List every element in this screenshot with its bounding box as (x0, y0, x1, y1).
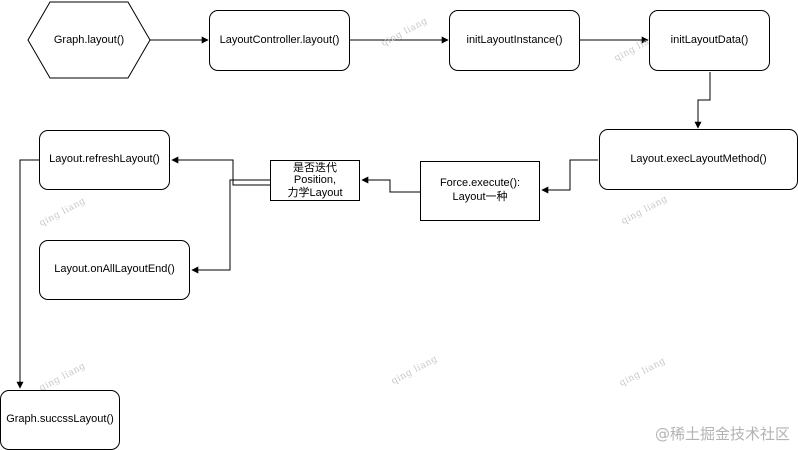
edge-data-to-exec (694, 72, 711, 129)
edge-decision-to-refresh (171, 156, 270, 186)
credit-text: @稀土掘金技术社区 (654, 425, 790, 443)
node-init-layout-data-label: initLayoutData() (670, 33, 749, 46)
node-graph-layout-label: Graph.layout() (53, 34, 125, 46)
node-refresh-layout[interactable]: Layout.refreshLayout() (39, 130, 170, 190)
node-force-execute-label: Force.execute(): Layout一种 (439, 177, 521, 203)
start-hexagon (27, 1, 151, 79)
node-on-all-layout-end-label: Layout.onAllLayoutEnd() (54, 263, 175, 276)
node-on-all-layout-end[interactable]: Layout.onAllLayoutEnd() (39, 240, 190, 300)
edge-refresh-to-success (16, 159, 40, 389)
node-iteration-decision[interactable]: 是否迭代 Position, 力学Layout (270, 160, 360, 201)
node-init-layout-data[interactable]: initLayoutData() (649, 10, 770, 71)
node-layout-controller-label: LayoutController.layout() (219, 33, 340, 46)
node-success-layout[interactable]: Graph.succssLayout() (0, 390, 120, 450)
edge-force-to-decision (361, 176, 420, 193)
node-layout-controller[interactable]: LayoutController.layout() (209, 10, 350, 71)
node-iteration-decision-label: 是否迭代 Position, 力学Layout (287, 161, 343, 199)
node-refresh-layout-label: Layout.refreshLayout() (49, 153, 160, 166)
node-init-layout-instance-label: initLayoutInstance() (466, 33, 563, 46)
edge-exec-to-force (541, 159, 598, 194)
node-init-layout-instance[interactable]: initLayoutInstance() (449, 10, 580, 71)
node-force-execute[interactable]: Force.execute(): Layout一种 (420, 161, 540, 221)
node-exec-layout-method[interactable]: Layout.execLayoutMethod() (599, 129, 798, 190)
node-exec-layout-method-label: Layout.execLayoutMethod() (630, 152, 767, 165)
node-success-layout-label: Graph.succssLayout() (6, 413, 114, 426)
node-graph-layout[interactable]: Graph.layout() (28, 2, 150, 78)
edge-decision-to-end (191, 179, 270, 274)
